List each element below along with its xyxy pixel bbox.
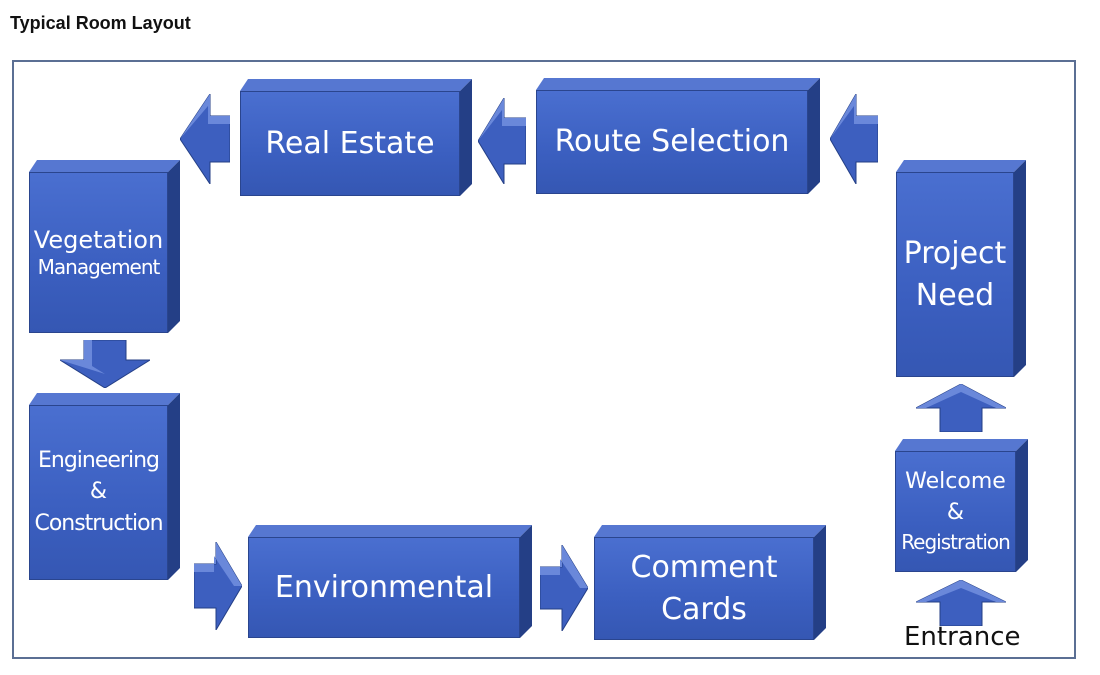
arrow-left-icon <box>180 94 230 184</box>
station-project-need: Project Need <box>896 160 1026 377</box>
station-label-line2: & <box>946 499 965 525</box>
station-route-selection: Route Selection <box>536 78 820 194</box>
station-label-line2: Need <box>915 277 995 313</box>
station-engineering: Engineering & Construction <box>29 393 180 580</box>
arrow-up-icon <box>916 580 1006 626</box>
arrow-right-icon <box>194 542 242 630</box>
station-label-line3: Construction <box>34 510 163 536</box>
station-vegetation: Vegetation Management <box>29 160 180 333</box>
arrow-right-icon <box>540 545 588 631</box>
station-label-line1: Engineering <box>38 447 160 473</box>
station-label-line1: Welcome <box>905 469 1006 495</box>
station-label-line1: Vegetation <box>33 226 164 255</box>
arrow-left-icon <box>830 94 878 184</box>
station-label-line2: Management <box>37 254 161 279</box>
arrow-down-icon <box>60 340 150 388</box>
station-label: Real Estate <box>265 125 435 161</box>
arrow-up-icon <box>916 384 1006 432</box>
station-label: Route Selection <box>554 124 790 159</box>
station-environmental: Environmental <box>248 525 532 638</box>
arrow-left-icon <box>478 98 526 184</box>
page-title: Typical Room Layout <box>10 13 191 33</box>
entrance-label: Entrance <box>904 622 1021 652</box>
station-label: Environmental <box>274 569 494 605</box>
station-comment-cards: Comment Cards <box>594 525 826 640</box>
station-welcome: Welcome & Registration <box>895 439 1028 572</box>
station-real-estate: Real Estate <box>240 79 472 196</box>
room-frame <box>12 60 1076 659</box>
station-label-line2: Cards <box>661 591 747 627</box>
station-label-line1: Project <box>903 235 1007 271</box>
station-label-line1: Comment <box>630 549 778 585</box>
station-label-line2: & <box>89 479 108 505</box>
station-label-line3: Registration <box>901 529 1011 554</box>
